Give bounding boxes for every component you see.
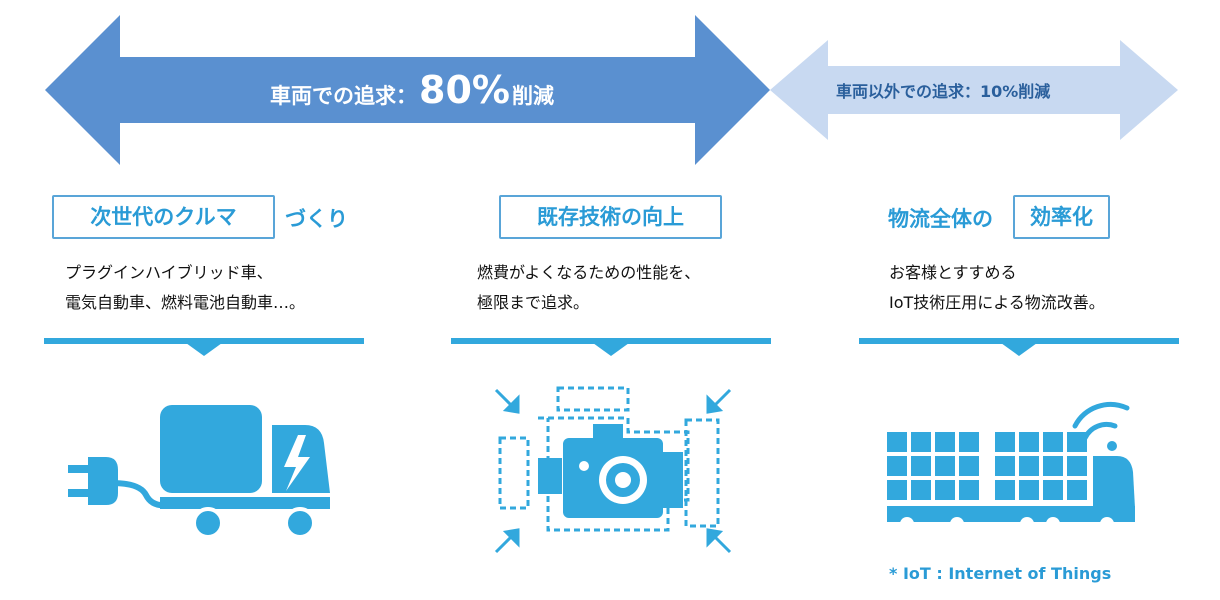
sub-arrow-label: 車両以外での追求：10%削減: [836, 78, 1050, 102]
column3-title-prefix: 物流全体の: [888, 207, 993, 231]
connected-truck-icon: [887, 401, 1135, 531]
column2-desc-line1: 燃費がよくなるための性能を、: [477, 263, 701, 282]
column2-divider: [451, 338, 771, 344]
main-double-arrow: [45, 15, 770, 165]
column1-title-suffix: づくり: [285, 207, 348, 231]
column3-desc: お客様とすすめる IoT技術圧用による物流改善。: [889, 258, 1105, 318]
column3-title: 効率化: [1030, 205, 1093, 229]
column3-pointer: [1001, 343, 1037, 356]
column2-desc-line2: 極限まで追求。: [477, 293, 590, 312]
footnote: * IoT : Internet of Things: [889, 564, 1112, 583]
column1-title: 次世代のクルマ: [90, 205, 237, 229]
column3-desc-line2: IoT技術圧用による物流改善。: [889, 293, 1105, 312]
sub-arrow-text: 車両以外での追求：10%削減: [836, 82, 1051, 101]
column2-pointer: [593, 343, 629, 356]
main-arrow-value: 80%: [419, 68, 510, 112]
column2-desc: 燃費がよくなるための性能を、 極限まで追求。: [477, 258, 700, 318]
column1-desc-line2: 電気自動車、燃料電池自動車…。: [65, 293, 306, 312]
main-arrow-suffix: 削減: [511, 84, 554, 108]
column1-divider: [44, 338, 364, 344]
column3-desc-line1: お客様とすすめる: [889, 263, 1017, 282]
main-arrow-label: 車両での追求： 80% 削減: [270, 68, 554, 112]
column1-desc-line1: プラグインハイブリッド車、: [65, 263, 273, 282]
engine-compress-icon: [494, 386, 732, 554]
main-arrow-prefix: 車両での追求：: [270, 84, 417, 108]
electric-truck-icon: [68, 405, 330, 539]
column1-pointer: [186, 343, 222, 356]
arrows-svg: [45, 15, 1178, 165]
column2-title: 既存技術の向上: [537, 205, 684, 229]
column1-title-box: 次世代のクルマ: [52, 195, 275, 239]
column3-title-box: 効率化: [1013, 195, 1110, 239]
sub-double-arrow: [770, 40, 1178, 140]
column2-title-box: 既存技術の向上: [499, 195, 722, 239]
column3-divider: [859, 338, 1179, 344]
column1-desc: プラグインハイブリッド車、 電気自動車、燃料電池自動車…。: [65, 258, 305, 318]
